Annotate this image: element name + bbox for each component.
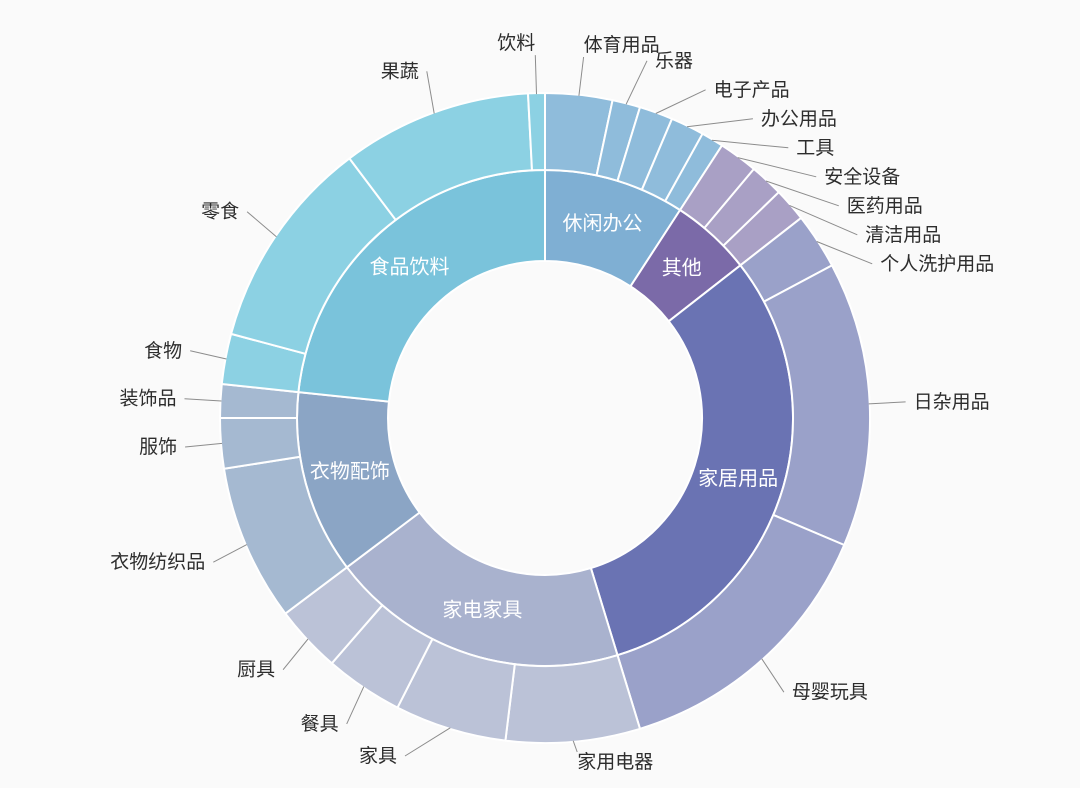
label-leader-line xyxy=(578,56,585,96)
outer-segment-label: 乐器 xyxy=(655,50,693,72)
label-leader-line xyxy=(534,55,537,95)
sunburst-outer-segment xyxy=(527,91,546,172)
label-leader-line xyxy=(655,89,706,114)
inner-segment-label: 其他 xyxy=(662,257,702,280)
label-leader-line xyxy=(711,139,789,149)
label-leader-line xyxy=(765,180,839,207)
label-leader-line xyxy=(625,60,648,105)
label-leader-line xyxy=(404,727,451,757)
label-leader-line xyxy=(246,211,277,238)
outer-segment-label: 果蔬 xyxy=(381,60,419,82)
outer-segment-label: 零食 xyxy=(201,201,239,223)
label-leader-line xyxy=(190,350,227,360)
outer-segment-label: 餐具 xyxy=(301,713,339,735)
outer-segment-label: 家用电器 xyxy=(577,751,653,773)
outer-segment-label: 清洁用品 xyxy=(865,224,941,246)
sunburst-outer-segment xyxy=(504,654,641,745)
outer-segment-label: 厨具 xyxy=(237,660,275,681)
outer-segment-label: 医药用品 xyxy=(847,195,923,217)
outer-segment-label: 母婴玩具 xyxy=(792,681,868,703)
label-leader-line xyxy=(426,71,435,114)
inner-segment-label: 休闲办公 xyxy=(563,212,643,235)
label-leader-line xyxy=(282,638,309,671)
label-leader-line xyxy=(185,442,223,448)
outer-segment-label: 办公用品 xyxy=(761,108,837,130)
label-leader-line xyxy=(346,686,365,725)
label-leader-line xyxy=(789,204,858,236)
label-leader-line xyxy=(868,401,906,405)
outer-segment-label: 装饰品 xyxy=(119,388,176,410)
label-leader-line xyxy=(213,544,248,563)
outer-segment-label: 日杂用品 xyxy=(914,391,990,413)
inner-segment-label: 食品饮料 xyxy=(370,256,450,279)
inner-segment-label: 家电家具 xyxy=(442,599,522,622)
outer-segment-label: 衣物纺织品 xyxy=(110,551,205,573)
outer-segment-label: 饮料 xyxy=(497,32,535,54)
outer-segment-label: 工具 xyxy=(796,138,834,159)
label-leader-line xyxy=(816,241,873,265)
outer-segment-label: 个人洗护用品 xyxy=(880,253,994,275)
outer-segment-label: 电子产品 xyxy=(714,79,790,101)
label-leader-line xyxy=(572,740,578,753)
label-leader-line xyxy=(184,398,222,402)
outer-segment-label: 安全设备 xyxy=(824,166,900,188)
outer-segment-label: 体育用品 xyxy=(584,34,660,56)
label-leader-line xyxy=(737,157,817,178)
outer-segment-label: 服饰 xyxy=(139,436,177,458)
inner-segment-label: 衣物配饰 xyxy=(310,460,390,483)
inner-segment-label: 家居用品 xyxy=(698,467,778,490)
label-leader-line xyxy=(761,658,785,693)
outer-segment-label: 食物 xyxy=(144,340,182,362)
label-leader-line xyxy=(686,118,753,128)
outer-segment-label: 家具 xyxy=(359,745,397,767)
